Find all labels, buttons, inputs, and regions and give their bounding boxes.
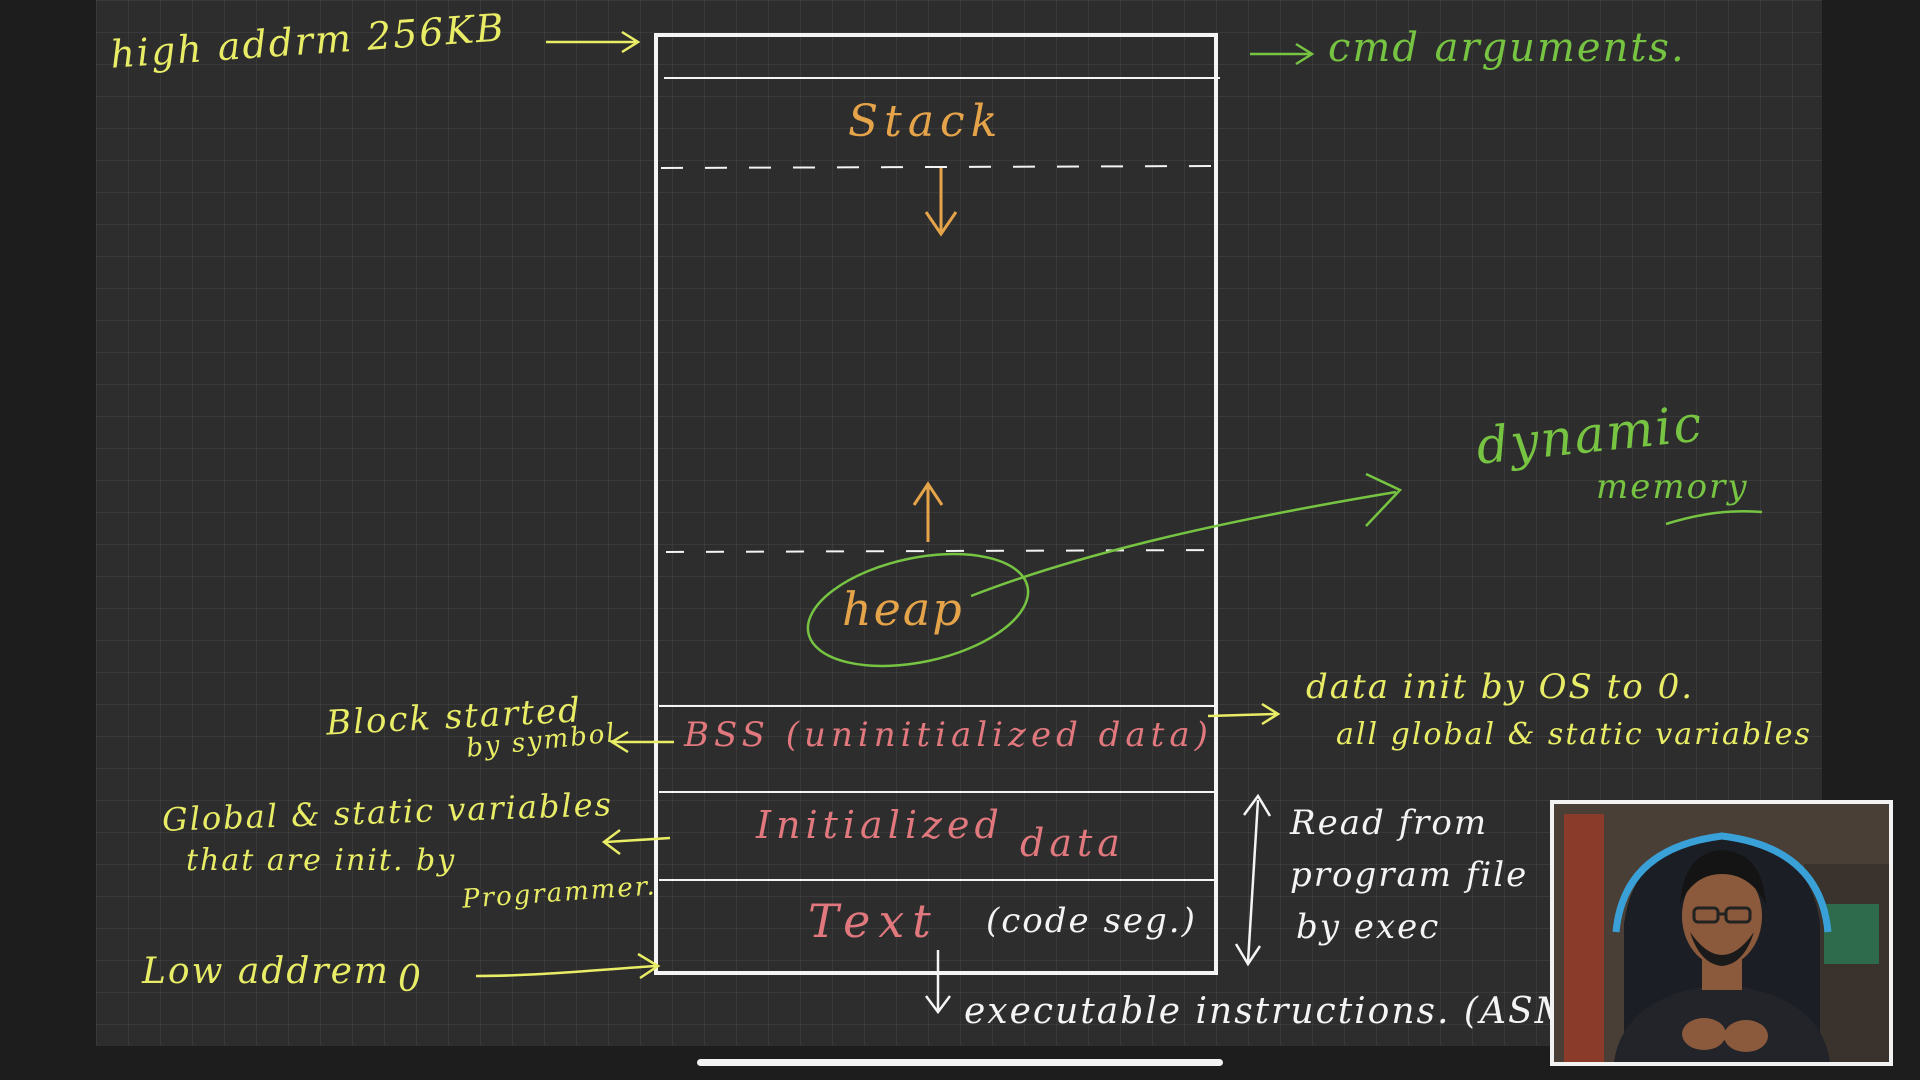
whiteboard-canvas: high addrm 256KB cmd arguments. Stack dy… (96, 0, 1822, 1046)
stack-grows-down-arrow (924, 168, 958, 237)
bss-right-arrow (1207, 702, 1281, 726)
executable-instructions-label: executable instructions. (ASM (964, 991, 1574, 1032)
initialized-data-label: data (1020, 821, 1125, 865)
high-address-arrow (546, 30, 641, 54)
memory-label: memory (1596, 467, 1749, 507)
bss-note-line1: data init by OS to 0. (1306, 667, 1695, 707)
memory-underline (1665, 509, 1763, 526)
low-address-label: Low addrem (142, 951, 391, 992)
executable-arrow (925, 950, 951, 1015)
initialized-data-left-arrow (601, 829, 671, 855)
stack-label: Stack (848, 96, 1004, 147)
low-address-arrow (475, 952, 661, 980)
text-segment-label: Text (808, 894, 939, 948)
stack-boundary-dashed (660, 165, 1215, 169)
heap-circle (806, 552, 1030, 668)
heap-label: heap (842, 582, 964, 636)
cmd-args-arrow (1250, 42, 1315, 66)
heap-to-dynamic-arrow (970, 472, 1403, 598)
cmd-arguments-label: cmd arguments. (1328, 25, 1686, 71)
video-progress-bar[interactable] (697, 1059, 1223, 1066)
read-from-line1: Read from (1290, 803, 1489, 843)
heap-grows-up-arrow (912, 481, 944, 542)
presenter-image (1554, 804, 1889, 1062)
read-from-file-double-arrow (1234, 793, 1272, 967)
memory-layout-drawing (475, 30, 1763, 1015)
bss-label: BSS (uninitialized data) (684, 715, 1213, 755)
low-address-zero: 0 (398, 959, 423, 1000)
read-from-line3: by exec (1296, 907, 1441, 947)
initialized-label: Initialized (756, 803, 1004, 847)
read-from-line2: program file (1290, 855, 1529, 895)
bss-left-arrow (609, 730, 674, 754)
webcam-overlay (1550, 800, 1893, 1066)
heap-boundary-dashed (665, 549, 1227, 553)
code-seg-label: (code seg.) (986, 901, 1197, 941)
memory-layout-box (654, 33, 1218, 975)
global-static-line2: that are init. by (186, 843, 457, 878)
bss-note-line2: all global & static variables (1336, 717, 1812, 752)
